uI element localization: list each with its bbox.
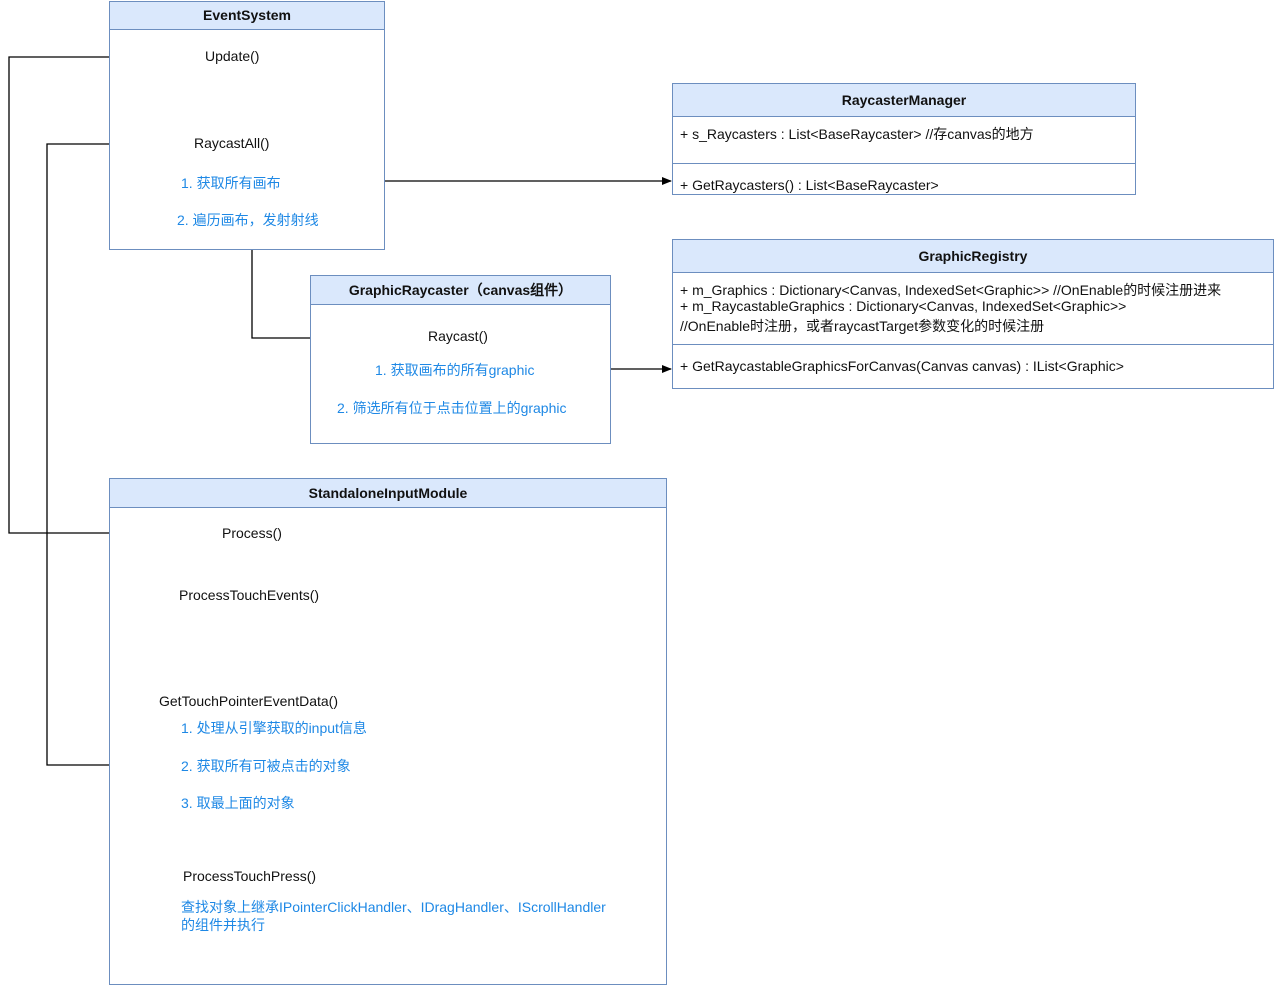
find-handlers-description: 查找对象上继承IPointerClickHandler、IDragHandler… <box>181 899 606 915</box>
get-canvas-graphics-step: 1. 获取画布的所有graphic <box>375 362 535 378</box>
getraycasters-method: + GetRaycasters() : List<BaseRaycaster> <box>680 177 939 193</box>
gettouchpointereventdata-method: GetTouchPointerEventData() <box>159 693 338 709</box>
processtouchevents-method: ProcessTouchEvents() <box>179 587 320 603</box>
iterate-canvases-step: 2. 遍历画布，发射射线 <box>177 212 319 228</box>
raycastable-graphics-comment: //OnEnable时注册，或者raycastTarget参数变化的时候注册 <box>680 318 1045 334</box>
execute-components-description: 的组件并执行 <box>181 917 265 933</box>
get-clickable-objects-step: 2. 获取所有可被点击的对象 <box>181 758 351 774</box>
graphicraycaster-class-box: GraphicRaycaster（canvas组件） <box>310 275 611 444</box>
raycastermanager-divider <box>673 163 1135 164</box>
raycast-method: Raycast() <box>428 328 488 344</box>
standaloneinputmodule-class-box: StandaloneInputModule <box>109 478 667 985</box>
raycastermanager-title: RaycasterManager <box>673 84 1135 117</box>
take-topmost-object-step: 3. 取最上面的对象 <box>181 795 295 811</box>
graphicregistry-divider <box>673 344 1273 345</box>
raycastall-method: RaycastAll() <box>194 135 270 151</box>
eventsystem-class-box: EventSystem <box>109 1 385 250</box>
graphicraycaster-title: GraphicRaycaster（canvas组件） <box>311 276 610 305</box>
update-method: Update() <box>205 48 260 64</box>
processtouchpress-method: ProcessTouchPress() <box>183 868 317 884</box>
graphicregistry-class-box: GraphicRegistry + m_Graphics : Dictionar… <box>672 239 1274 389</box>
raycastermanager-class-box: RaycasterManager + s_Raycasters : List<B… <box>672 83 1136 195</box>
graphicregistry-title: GraphicRegistry <box>673 240 1273 273</box>
raycastable-graphics-field: + m_RaycastableGraphics : Dictionary<Can… <box>680 298 1127 314</box>
process-input-step: 1. 处理从引擎获取的input信息 <box>181 720 367 736</box>
filter-hit-graphics-step: 2. 筛选所有位于点击位置上的graphic <box>337 400 567 416</box>
get-all-canvases-step: 1. 获取所有画布 <box>181 175 281 191</box>
update-to-process-connector <box>8 56 209 537</box>
standaloneinputmodule-title: StandaloneInputModule <box>110 479 666 508</box>
process-method: Process() <box>222 525 282 541</box>
graphics-field: + m_Graphics : Dictionary<Canvas, Indexe… <box>680 282 1222 298</box>
getraycastablegraphics-method: + GetRaycastableGraphicsForCanvas(Canvas… <box>680 358 1124 374</box>
eventsystem-title: EventSystem <box>110 2 384 30</box>
raycasters-field: + s_Raycasters : List<BaseRaycaster> //存… <box>680 126 1034 142</box>
